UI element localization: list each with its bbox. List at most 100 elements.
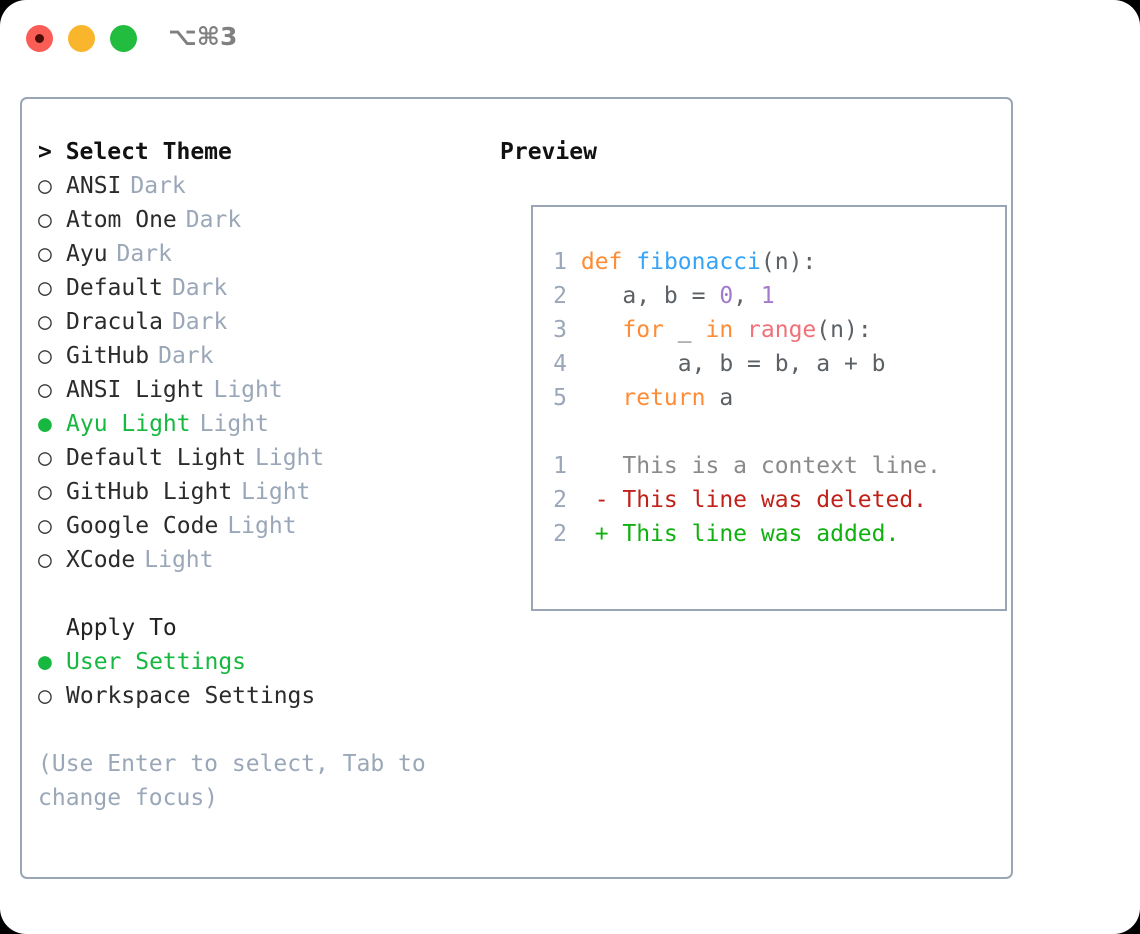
- traffic-lights: [26, 25, 137, 52]
- radio-empty-icon: ○: [38, 445, 52, 471]
- close-button-icon[interactable]: [26, 25, 53, 52]
- apply-to-option-workspace-settings[interactable]: ○Workspace Settings: [38, 679, 488, 713]
- theme-option-tag: Dark: [185, 207, 242, 233]
- preview-heading: Preview: [500, 139, 597, 165]
- theme-option-github-light[interactable]: ○ GitHub Light Light: [38, 475, 488, 509]
- theme-option-tag: Light: [199, 411, 269, 437]
- line-number: 2: [553, 487, 567, 513]
- theme-option-default[interactable]: ○ Default Dark: [38, 271, 488, 305]
- radio-empty-icon: ○: [38, 343, 52, 369]
- code-line: 2 a, b = 0, 1: [547, 279, 941, 313]
- apply-to-option-label: User Settings: [66, 649, 247, 675]
- diff-line-text: This is a context line.: [567, 453, 941, 479]
- select-theme-heading: > Select Theme: [38, 139, 232, 165]
- theme-option-tag: Light: [241, 479, 311, 505]
- theme-option-label: Default: [66, 275, 163, 301]
- theme-option-label: Google Code: [66, 513, 219, 539]
- radio-empty-icon: ○: [38, 683, 52, 709]
- code-token: range: [747, 317, 817, 343]
- line-number: 1: [553, 453, 567, 479]
- radio-empty-icon: ○: [38, 173, 52, 199]
- theme-option-default-light[interactable]: ○ Default Light Light: [38, 441, 488, 475]
- code-token: in: [705, 317, 734, 343]
- radio-empty-icon: ○: [38, 241, 52, 267]
- theme-option-tag: Dark: [171, 275, 228, 301]
- theme-option-label: XCode: [66, 547, 136, 573]
- apply-to-option-list: ● User Settings ○Workspace Settings: [38, 645, 488, 713]
- theme-option-ayu-light[interactable]: ● Ayu Light Light: [38, 407, 488, 441]
- line-number: 5: [553, 385, 567, 411]
- theme-option-label: GitHub: [66, 343, 150, 369]
- theme-option-dracula[interactable]: ○ Dracula Dark: [38, 305, 488, 339]
- radio-selected-icon: ●: [38, 649, 52, 675]
- radio-empty-icon: ○: [38, 309, 52, 335]
- preview-column: Preview 1 def fibonacci(n):2 a, b = 0, 1…: [500, 135, 1007, 611]
- code-token: [622, 249, 636, 275]
- code-token: return: [622, 385, 706, 411]
- theme-option-label: Dracula: [66, 309, 163, 335]
- theme-option-ayu[interactable]: ○ Ayu Dark: [38, 237, 488, 271]
- code-blank-line: [547, 415, 941, 449]
- code-token: [567, 249, 581, 275]
- minimize-button-icon[interactable]: [68, 25, 95, 52]
- theme-option-xcode[interactable]: ○ XCode Light: [38, 543, 488, 577]
- diff-line-ctx: 1 This is a context line.: [547, 449, 941, 483]
- code-token: [733, 317, 747, 343]
- theme-option-label: Ayu Light: [66, 411, 191, 437]
- code-token: 0: [719, 283, 734, 309]
- theme-option-label: ANSI: [66, 173, 122, 199]
- theme-option-ansi-light[interactable]: ○ ANSI Light Light: [38, 373, 488, 407]
- line-number: 3: [553, 317, 567, 343]
- radio-empty-icon: ○: [38, 377, 52, 403]
- diff-line-text: + This line was added.: [567, 521, 900, 547]
- theme-option-github[interactable]: ○ GitHub Dark: [38, 339, 488, 373]
- theme-option-label: Ayu: [66, 241, 108, 267]
- diff-line-add: 2 + This line was added.: [547, 517, 941, 551]
- code-token: 1: [760, 283, 775, 309]
- radio-empty-icon: ○: [38, 547, 52, 573]
- line-number: 2: [553, 283, 567, 309]
- theme-option-tag: Dark: [158, 343, 214, 369]
- theme-option-label: ANSI Light: [66, 377, 205, 403]
- theme-option-tag: Light: [144, 547, 214, 573]
- line-number: 4: [553, 351, 567, 377]
- code-line: 4 a, b = b, a + b: [547, 347, 941, 381]
- theme-option-tag: Dark: [116, 241, 172, 267]
- radio-selected-icon: ●: [38, 411, 52, 437]
- diff-line-del: 2 - This line was deleted.: [547, 483, 941, 517]
- theme-option-tag: Light: [213, 377, 283, 403]
- apply-to-option-user-settings[interactable]: ● User Settings: [38, 645, 488, 679]
- radio-empty-icon: ○: [38, 513, 52, 539]
- title-bar: ⌥⌘3: [0, 0, 1140, 80]
- section-spacer: [38, 577, 488, 611]
- code-token: def: [580, 249, 623, 275]
- theme-option-label: Default Light: [66, 445, 247, 471]
- theme-option-ansi[interactable]: ○ ANSI Dark: [38, 169, 488, 203]
- code-line: 1 def fibonacci(n):: [547, 245, 941, 279]
- radio-empty-icon: ○: [38, 275, 52, 301]
- code-token: _: [663, 317, 706, 343]
- code-token: [567, 317, 622, 343]
- maximize-button-icon[interactable]: [110, 25, 137, 52]
- radio-empty-icon: ○: [38, 479, 52, 505]
- theme-option-label: GitHub Light: [66, 479, 233, 505]
- keyboard-hint-text: (Use Enter to select, Tab to change focu…: [38, 751, 426, 811]
- code-token: fibonacci: [636, 249, 761, 275]
- theme-option-tag: Dark: [171, 309, 228, 335]
- code-token: a, b = b, a + b: [567, 351, 886, 377]
- keyboard-shortcut-label: ⌥⌘3: [168, 22, 238, 51]
- code-token: a: [705, 385, 734, 411]
- radio-empty-icon: ○: [38, 207, 52, 233]
- code-line: 3 for _ in range(n):: [547, 313, 941, 347]
- line-number: 2: [553, 521, 567, 547]
- theme-option-tag: Dark: [130, 173, 186, 199]
- diff-line-text: - This line was deleted.: [567, 487, 928, 513]
- theme-option-tag: Light: [255, 445, 325, 471]
- apply-to-heading: Apply To: [66, 615, 177, 641]
